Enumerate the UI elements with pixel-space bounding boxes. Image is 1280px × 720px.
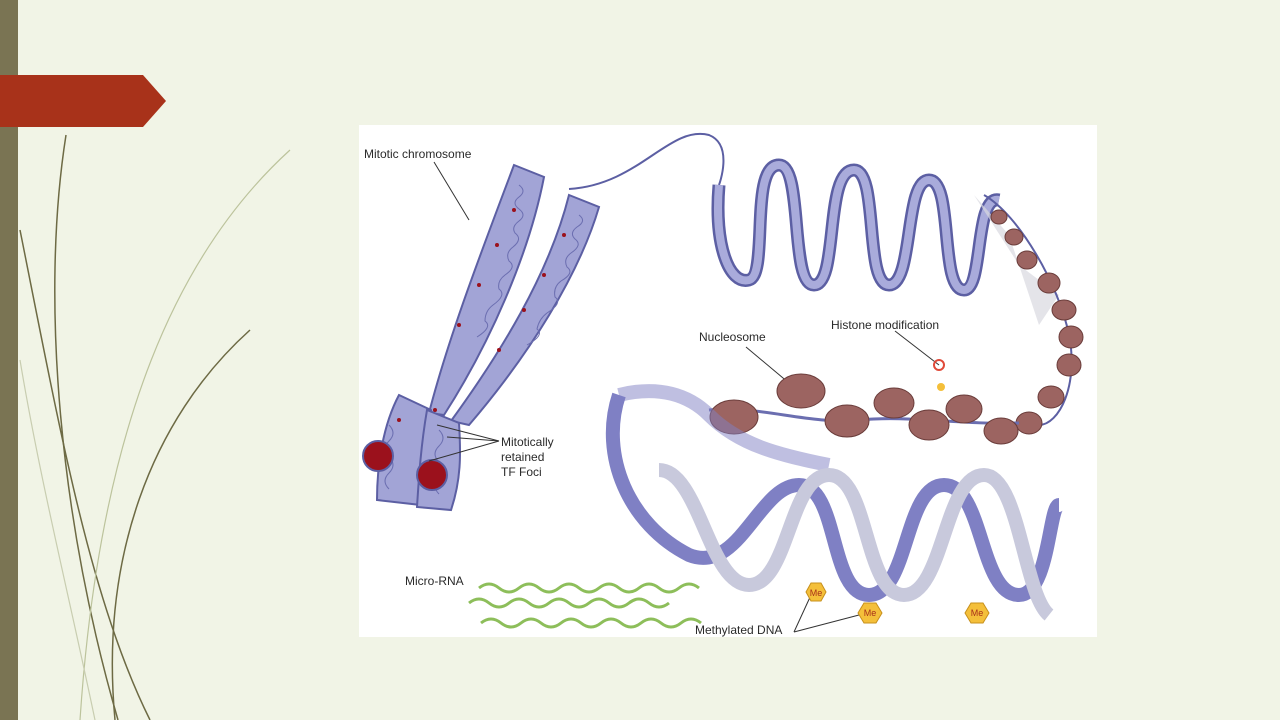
tf-focus-left — [362, 440, 394, 472]
label-tf-foci-line2: retained — [501, 450, 545, 464]
label-tf-foci: Mitotically retained TF Foci — [501, 435, 554, 480]
nucleosome-row — [709, 373, 1019, 445]
label-histone-modification: Histone modification — [831, 318, 940, 332]
label-micro-rna: Micro-RNA — [405, 574, 464, 588]
label-tf-foci-line1: Mitotically — [501, 435, 554, 449]
chromatin-illustration: Me Me Me — [362, 132, 1084, 633]
micro-rna-strands — [468, 582, 702, 629]
me-label-1: Me — [810, 588, 823, 598]
histone-modification-mark — [933, 359, 945, 371]
label-mitotic-chromosome: Mitotic chromosome — [364, 147, 472, 161]
histone-tag — [937, 383, 945, 391]
tf-focus-right — [416, 459, 448, 491]
me-label-2: Me — [864, 608, 877, 618]
label-tf-foci-line3: TF Foci — [501, 465, 542, 479]
me-label-3: Me — [971, 608, 984, 618]
mitotic-chromosome — [362, 163, 601, 512]
slide-title-arrow-tab — [0, 75, 166, 127]
methyl-badges: Me Me Me — [805, 582, 990, 624]
nucleosome-string — [990, 209, 1084, 435]
slide-side-bar — [0, 0, 18, 720]
label-nucleosome: Nucleosome — [699, 330, 766, 344]
chromatin-figure: Me Me Me Mitotic chromosome Nucleosome H… — [359, 125, 1097, 637]
label-methylated-dna: Methylated DNA — [695, 623, 783, 637]
